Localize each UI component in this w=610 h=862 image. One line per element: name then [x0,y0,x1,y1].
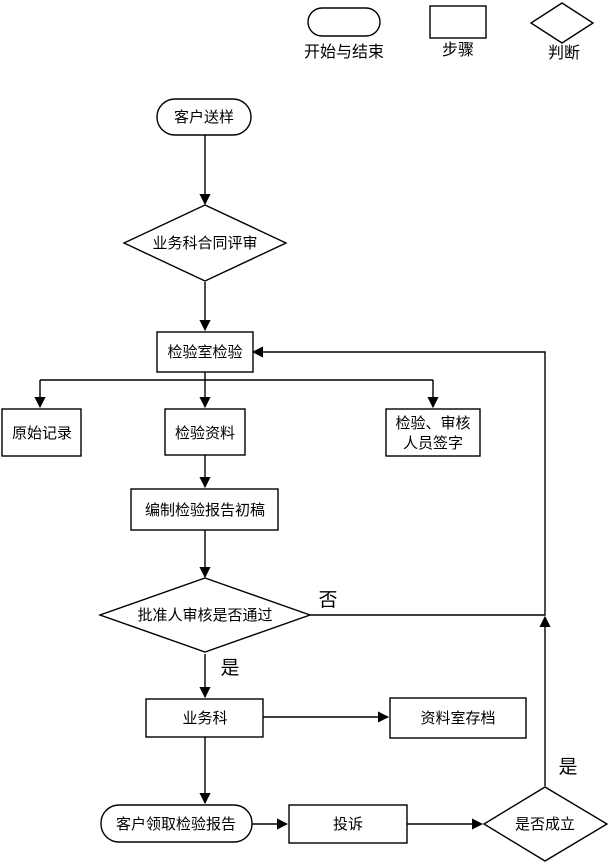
legend-decision-shape [529,2,595,44]
node-archive-shape [389,697,527,739]
node-contract-review-label: 业务科合同评审 [152,234,257,252]
node-inspect-review-sign-label-2: 人员签字 [403,434,463,452]
node-approver-review-label: 批准人审核是否通过 [137,606,272,624]
legend-start-end-shape [307,7,381,37]
node-complaint-shape [288,804,408,844]
node-lab-inspection-shape [156,331,254,373]
node-collect-report-shape [100,804,253,843]
legend: 开始与结束 步骤 判断 [304,2,595,62]
nodes: 客户送样 业务科合同评审 检验室检验 原始记录 检验资料 检验、审核 人员签字 … [1,98,609,862]
connectors [34,135,551,830]
node-original-record-shape [1,408,82,457]
node-inspection-materials-shape [164,408,246,456]
legend-start-end-label: 开始与结束 [304,42,384,61]
node-archive-label: 资料室存档 [420,709,495,727]
node-is-valid-label: 是否成立 [515,815,575,833]
node-collect-report-label: 客户领取检验报告 [116,815,236,833]
node-customer-send-sample-label: 客户送样 [174,108,234,126]
node-complaint-label: 投诉 [333,815,363,833]
legend-decision-label: 判断 [548,43,580,62]
node-customer-send-sample-shape [156,98,252,136]
node-approver-review-shape [97,577,313,653]
node-original-record-label: 原始记录 [12,424,72,442]
node-contract-review-shape [122,204,288,282]
node-business-dept-shape [145,698,264,738]
arrow-approver-no-loop [251,346,546,616]
node-inspection-materials-label: 检验资料 [175,424,235,442]
branch-valid-yes-label: 是 [558,756,577,778]
node-lab-inspection-label: 检验室检验 [167,343,242,361]
branch-approver-yes-label: 是 [220,657,239,679]
node-draft-report-shape [130,488,279,531]
node-draft-report-label: 编制检验报告初稿 [145,501,265,519]
branch-labels: 否 是 是 [220,589,577,778]
branch-approver-no-label: 否 [318,589,337,611]
node-inspect-review-sign-label-1: 检验、审核 [395,414,470,432]
node-business-dept-label: 业务科 [182,709,227,727]
node-is-valid-shape [482,786,609,862]
legend-step-shape [429,5,487,39]
node-inspect-review-sign-shape [385,408,481,457]
legend-step-label: 步骤 [442,40,474,59]
